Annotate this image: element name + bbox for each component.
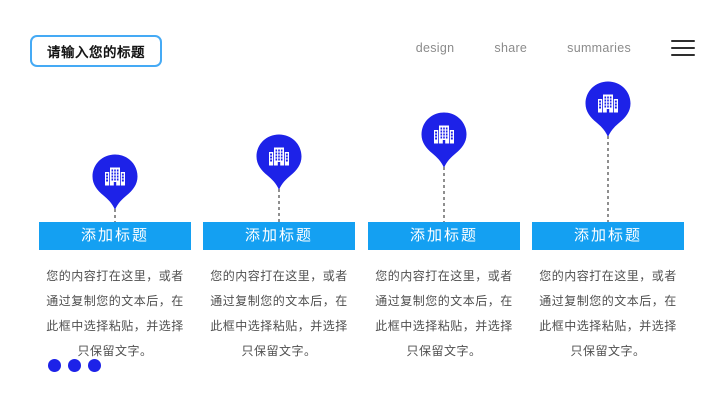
section-body-placeholder[interactable]: 您的内容打在这里，或者 通过复制您的文本后，在 此框中选择粘贴，并选择 只保留文…	[375, 269, 513, 358]
section-body-placeholder[interactable]: 您的内容打在这里，或者 通过复制您的文本后，在 此框中选择粘贴，并选择 只保留文…	[210, 269, 348, 358]
hamburger-menu-icon[interactable]	[671, 40, 695, 56]
dashed-connector	[114, 209, 116, 222]
dashed-connector	[278, 189, 280, 222]
timeline-column: 添加标题 您的内容打在这里，或者 通过复制您的文本后，在 此框中选择粘贴，并选择…	[39, 0, 191, 380]
section-title-placeholder[interactable]: 添加标题	[39, 222, 191, 250]
nav-item-share[interactable]: share	[494, 41, 528, 55]
location-pin-building-icon	[585, 81, 631, 137]
section-title-placeholder[interactable]: 添加标题	[368, 222, 520, 250]
location-pin-building-icon	[421, 112, 467, 168]
location-pin-building-icon	[92, 154, 138, 210]
pagination-dot[interactable]	[88, 359, 101, 372]
section-title-placeholder[interactable]: 添加标题	[203, 222, 355, 250]
nav-item-summaries[interactable]: summaries	[567, 41, 631, 55]
top-nav: design share summaries	[416, 40, 695, 56]
nav-item-design[interactable]: design	[415, 41, 455, 55]
section-title-placeholder[interactable]: 添加标题	[532, 222, 684, 250]
timeline-column: 添加标题 您的内容打在这里，或者 通过复制您的文本后，在 此框中选择粘贴，并选择…	[368, 0, 520, 380]
slide-title-placeholder[interactable]: 请输入您的标题	[30, 35, 162, 67]
dashed-connector	[607, 136, 609, 222]
pagination-dots	[48, 359, 101, 372]
location-pin-building-icon	[256, 134, 302, 190]
pagination-dot[interactable]	[68, 359, 81, 372]
dashed-connector	[443, 167, 445, 222]
section-body-placeholder[interactable]: 您的内容打在这里，或者 通过复制您的文本后，在 此框中选择粘贴，并选择 只保留文…	[46, 269, 184, 358]
timeline-column: 添加标题 您的内容打在这里，或者 通过复制您的文本后，在 此框中选择粘贴，并选择…	[532, 0, 684, 380]
timeline-column: 添加标题 您的内容打在这里，或者 通过复制您的文本后，在 此框中选择粘贴，并选择…	[203, 0, 355, 380]
section-body-placeholder[interactable]: 您的内容打在这里，或者 通过复制您的文本后，在 此框中选择粘贴，并选择 只保留文…	[539, 269, 677, 358]
pagination-dot[interactable]	[48, 359, 61, 372]
